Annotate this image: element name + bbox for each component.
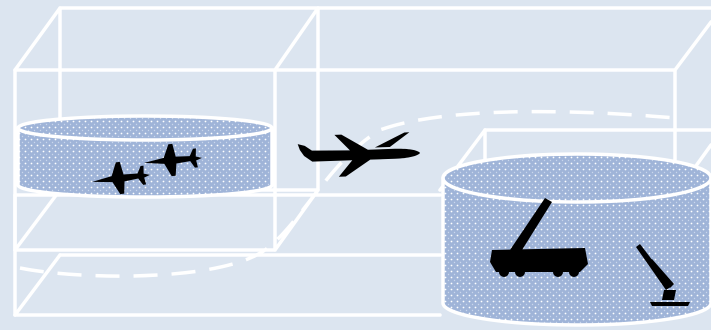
- airliner-icon: [297, 132, 420, 178]
- left-cylinder-zone: [18, 116, 272, 197]
